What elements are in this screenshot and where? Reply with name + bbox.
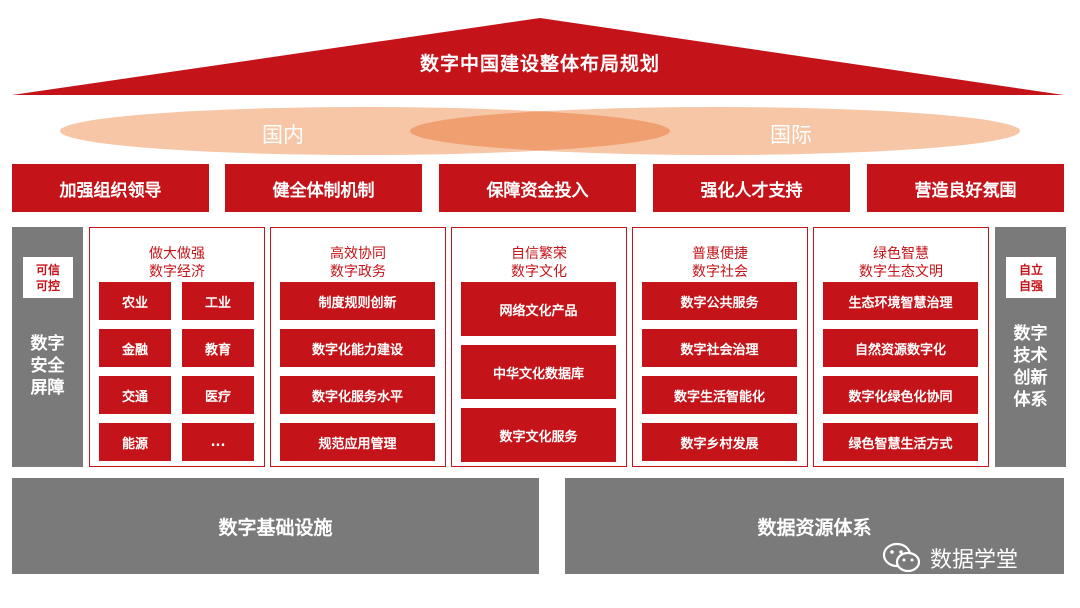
panel-title: 绿色智慧 数字生态文明 xyxy=(859,246,943,280)
domestic-international-ovals xyxy=(60,107,1020,155)
pillar-atmosphere: 营造良好氛围 xyxy=(867,164,1064,212)
item-smart-living: 数字生活智能化 xyxy=(642,376,797,414)
panel-digital-society: 普惠便捷 数字社会 数字公共服务 数字社会治理 数字生活智能化 数字乡村发展 xyxy=(632,227,808,467)
item-rural-development: 数字乡村发展 xyxy=(642,423,797,461)
side-technology: 自立 自强 数字 技术 创新 体系 xyxy=(995,227,1066,467)
item-transport: 交通 xyxy=(99,376,171,414)
side-security: 可信 可控 数字 安全 屏障 xyxy=(12,227,83,467)
watermark: 数据学堂 xyxy=(882,540,1018,576)
item-healthcare: 医疗 xyxy=(182,376,254,414)
item-service-level: 数字化服务水平 xyxy=(280,376,435,414)
item-public-services: 数字公共服务 xyxy=(642,282,797,320)
oval-label-domestic: 国内 xyxy=(262,123,304,147)
wechat-icon xyxy=(882,542,921,573)
item-online-culture: 网络文化产品 xyxy=(461,282,616,336)
panel-digital-ecology: 绿色智慧 数字生态文明 生态环境智慧治理 自然资源数字化 数字化绿色化协同 绿色… xyxy=(813,227,989,467)
item-culture-services: 数字文化服务 xyxy=(461,408,616,462)
item-eco-governance: 生态环境智慧治理 xyxy=(823,282,978,320)
side-security-title: 数字 安全 屏障 xyxy=(30,334,65,398)
item-finance: 金融 xyxy=(99,329,171,367)
item-digital-capability: 数字化能力建设 xyxy=(280,329,435,367)
item-natural-resources: 自然资源数字化 xyxy=(823,329,978,367)
oval-overlap xyxy=(410,107,670,155)
panel-digital-economy: 做大做强 数字经济 农业 工业 金融 教育 交通 医疗 能源 ... xyxy=(89,227,265,467)
pillar-organization: 加强组织领导 xyxy=(12,164,209,212)
panel-digital-culture: 自信繁荣 数字文化 网络文化产品 中华文化数据库 数字文化服务 xyxy=(451,227,627,467)
panel-title: 高效协同 数字政务 xyxy=(330,246,386,280)
panel-digital-government: 高效协同 数字政务 制度规则创新 数字化能力建设 数字化服务水平 规范应用管理 xyxy=(270,227,446,467)
item-social-governance: 数字社会治理 xyxy=(642,329,797,367)
item-green-lifestyle: 绿色智慧生活方式 xyxy=(823,423,978,461)
item-industry: 工业 xyxy=(182,282,254,320)
item-more: ... xyxy=(182,423,254,461)
item-agriculture: 农业 xyxy=(99,282,171,320)
panel-title: 做大做强 数字经济 xyxy=(149,246,205,280)
side-technology-title: 数字 技术 创新 体系 xyxy=(1013,324,1048,410)
pillar-institution: 健全体制机制 xyxy=(225,164,422,212)
item-application-management: 规范应用管理 xyxy=(280,423,435,461)
item-energy: 能源 xyxy=(99,423,171,461)
oval-label-international: 国际 xyxy=(770,123,812,147)
roof-triangle xyxy=(12,18,1064,95)
item-green-coordination: 数字化绿色化协同 xyxy=(823,376,978,414)
page-title: 数字中国建设整体布局规划 xyxy=(419,53,660,75)
pillar-talent: 强化人才支持 xyxy=(653,164,850,212)
item-culture-database: 中华文化数据库 xyxy=(461,345,616,399)
panel-title: 自信繁荣 数字文化 xyxy=(511,246,567,280)
pillar-funding: 保障资金投入 xyxy=(439,164,636,212)
item-rules-innovation: 制度规则创新 xyxy=(280,282,435,320)
item-education: 教育 xyxy=(182,329,254,367)
panel-title: 普惠便捷 数字社会 xyxy=(692,246,748,280)
side-security-tag: 可信 可控 xyxy=(23,257,73,298)
base-data-resources: 数据资源体系 xyxy=(565,478,1064,574)
base-infrastructure: 数字基础设施 xyxy=(12,478,539,574)
side-technology-tag: 自立 自强 xyxy=(1006,257,1056,298)
watermark-text: 数据学堂 xyxy=(930,548,1019,573)
